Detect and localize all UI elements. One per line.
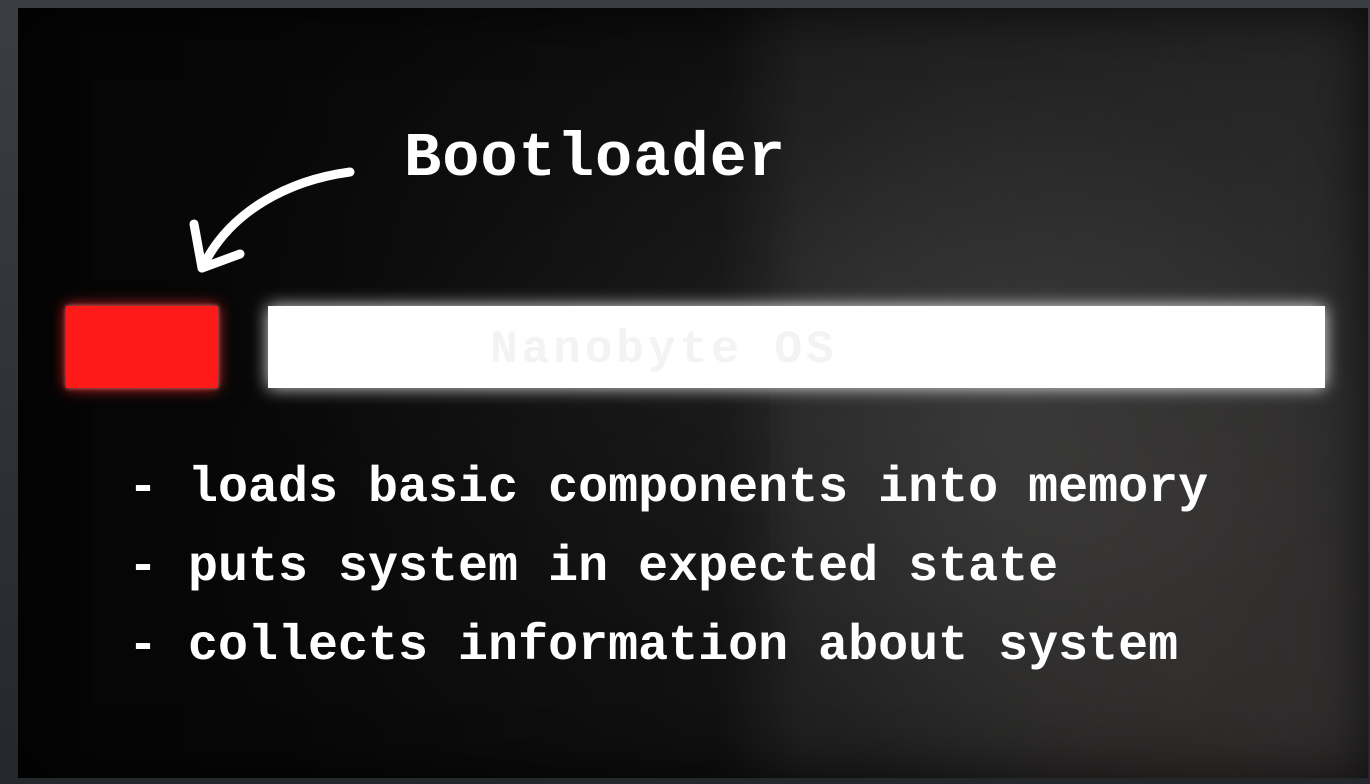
curved-arrow-icon — [189, 167, 355, 273]
os-bar: Nanobyte OS — [268, 306, 1325, 388]
bullet-list: - loads basic components into memory - p… — [128, 460, 1208, 697]
list-item: - collects information about system — [128, 618, 1179, 675]
os-bar-label: Nanobyte OS — [490, 324, 838, 376]
bootloader-block — [66, 306, 218, 388]
slide-panel — [18, 8, 1368, 778]
bootloader-title: Bootloader — [404, 123, 787, 194]
list-item: - puts system in expected state — [128, 539, 1059, 596]
list-item: - loads basic components into memory — [128, 460, 1209, 517]
